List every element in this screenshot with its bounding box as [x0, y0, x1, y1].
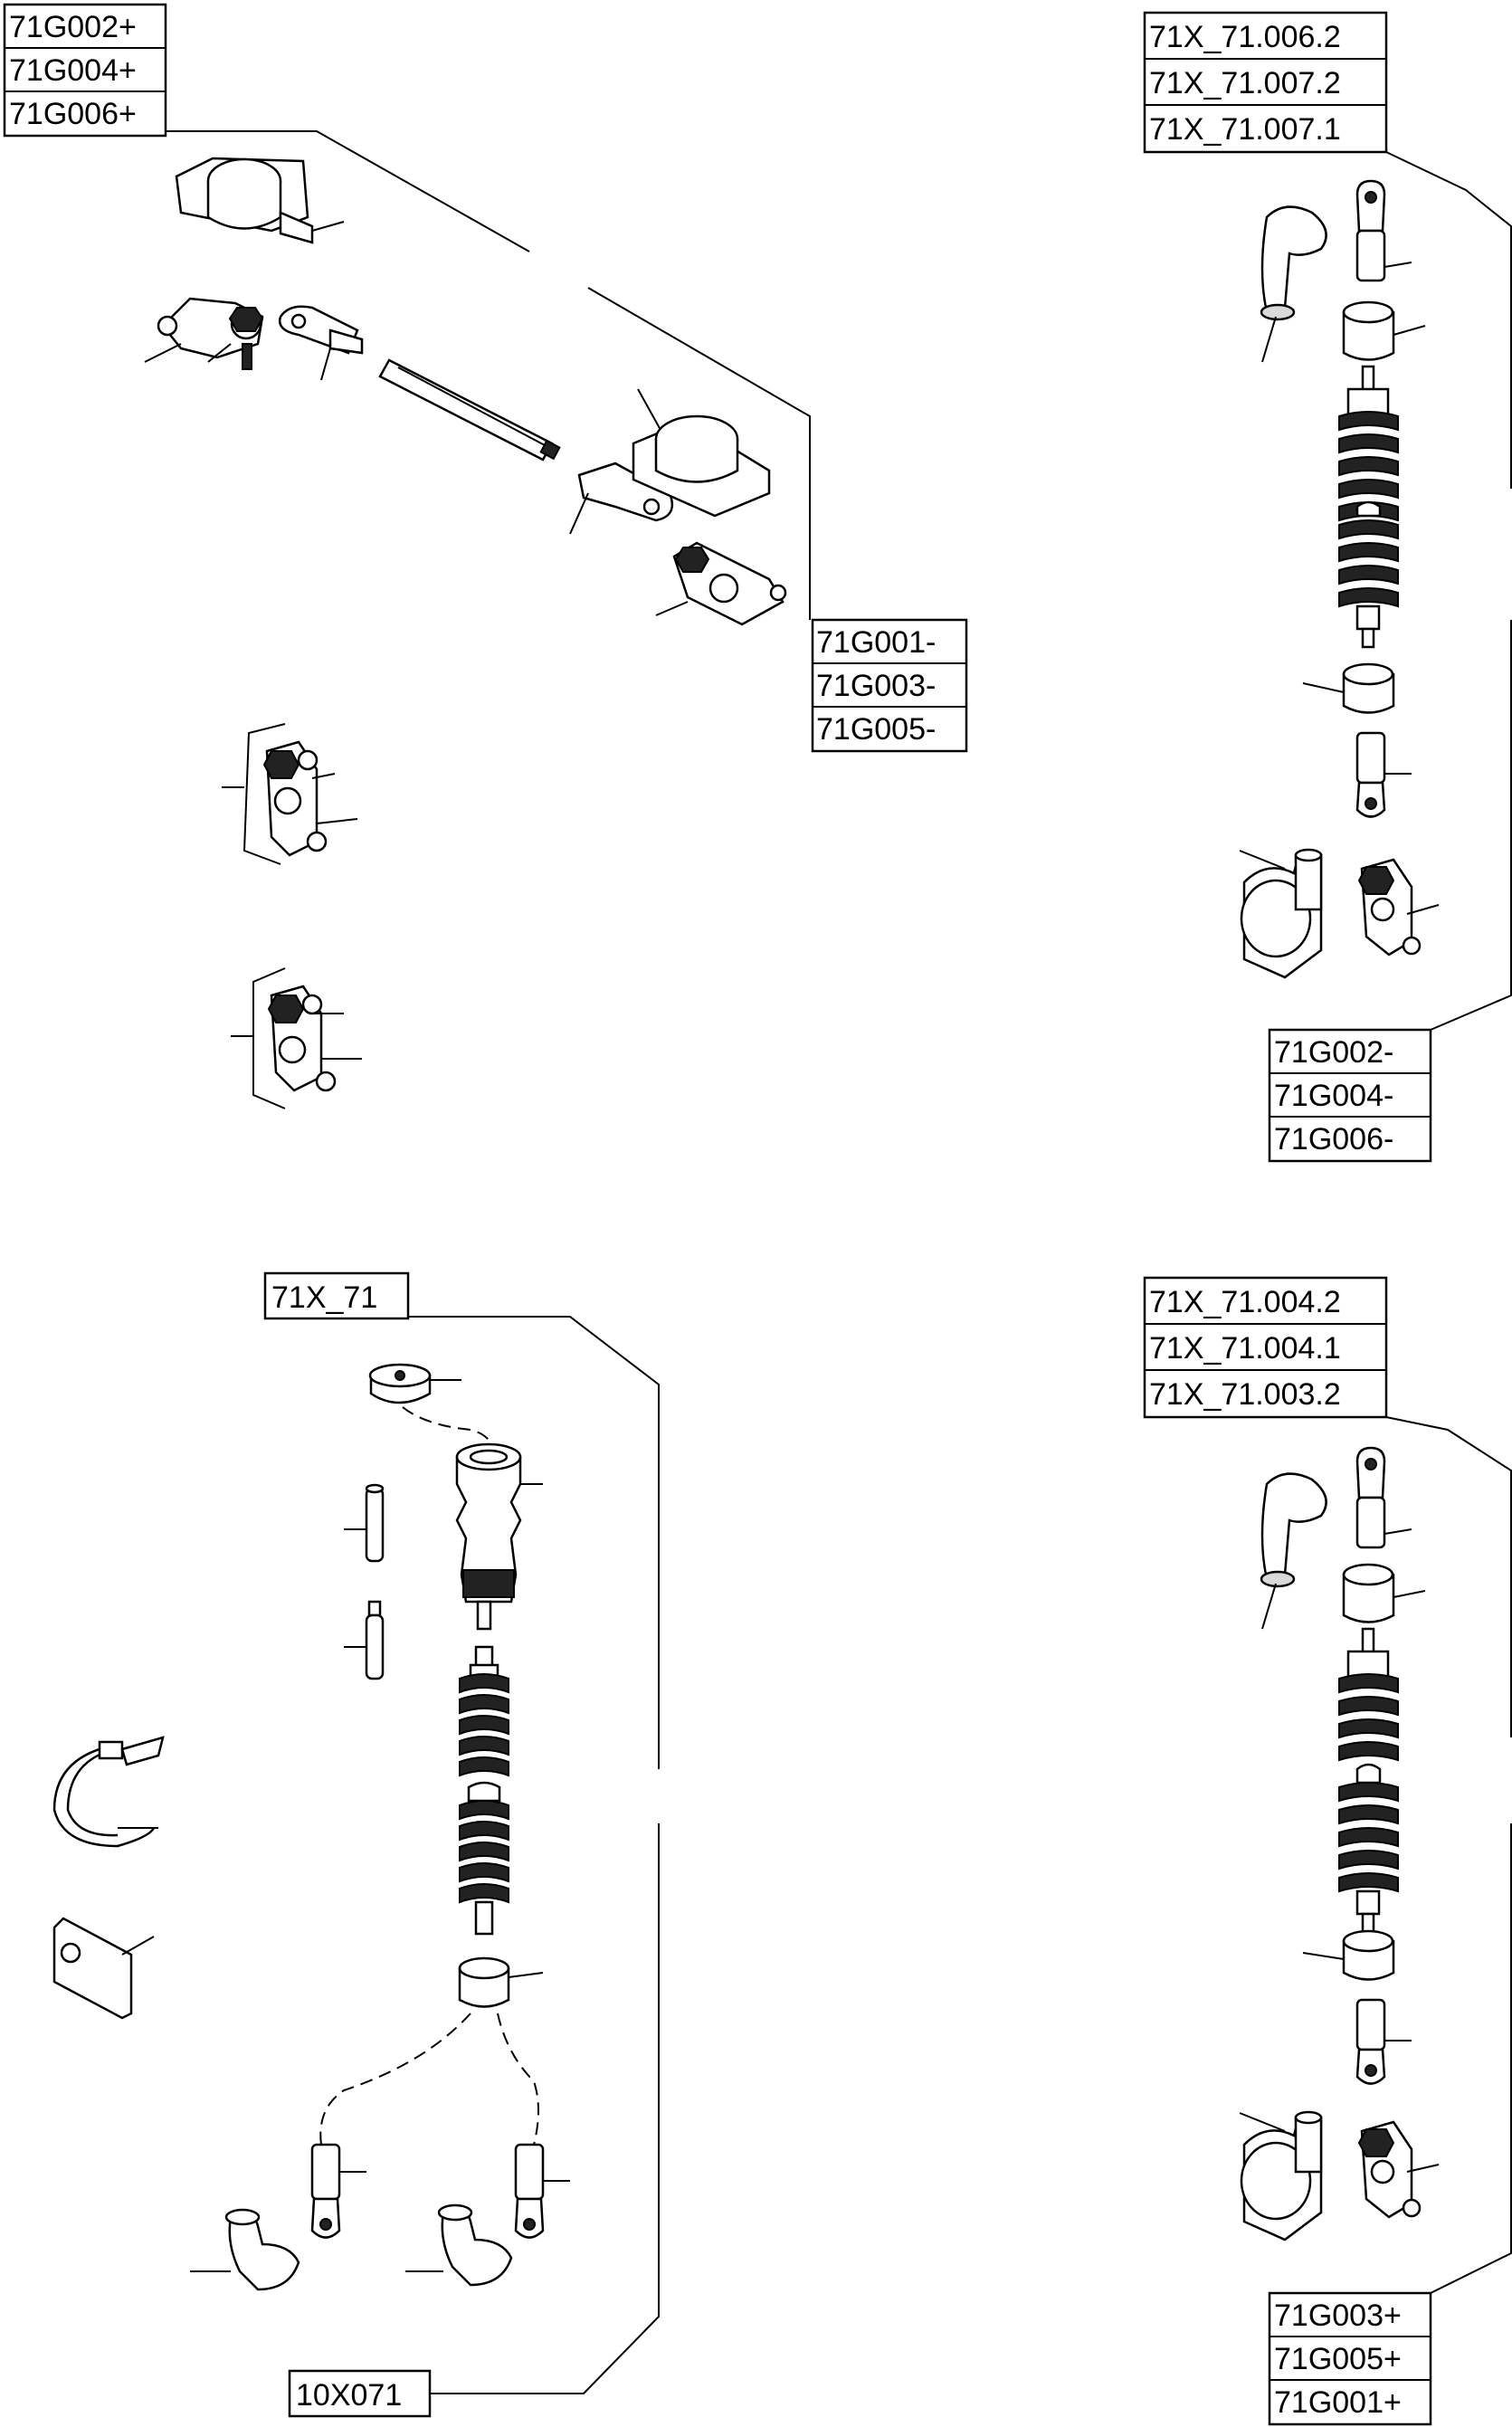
- label-group-bottom-left-header: 71X_71: [263, 1271, 410, 1320]
- label-71G005minus: 71G005-: [816, 712, 936, 747]
- label-71X-71-007-2: 71X_71.007.2: [1149, 66, 1341, 100]
- label-group-top-right-footer: 71G002- 71G004- 71G006-: [1268, 1028, 1432, 1163]
- label-71G001plus: 71G001+: [1274, 2385, 1402, 2420]
- battery-clamp-2-icon: [655, 541, 787, 626]
- label-71G001minus: 71G001-: [816, 625, 936, 660]
- bellows-3-icon: [459, 1663, 509, 1936]
- bellows-2-icon: [1338, 519, 1399, 649]
- label-71X-71-003-2: 71X_71.003.2: [1149, 1377, 1341, 1412]
- cable-lug-2-icon: [569, 462, 674, 535]
- label-10X071: 10X071: [296, 2378, 402, 2413]
- small-clamp-1: [222, 723, 358, 865]
- sleeve-icon: [458, 1956, 544, 2008]
- terminal-cover-2-icon: [632, 388, 771, 518]
- label-71G002minus: 71G002-: [1274, 1035, 1393, 1070]
- cable-gland-assembly-bottom-right: [1239, 1446, 1440, 2241]
- label-71G003plus: 71G003+: [1274, 2299, 1402, 2333]
- label-71X-71-004-2: 71X_71.004.2: [1149, 1285, 1341, 1319]
- label-group-bottom-right-footer: 71G003+ 71G005+ 71G001+: [1268, 2291, 1432, 2426]
- label-group-bottom-left-footer: 10X071: [288, 2369, 432, 2418]
- label-71X-71-007-1: 71X_71.007.1: [1149, 112, 1341, 147]
- lug-boot-right-icon: [405, 2143, 570, 2287]
- label-71G004minus: 71G004-: [1274, 1079, 1393, 1113]
- label-71G005plus: 71G005+: [1274, 2342, 1402, 2376]
- label-group-top-right-header: 71X_71.006.2 71X_71.007.2 71X_71.007.1: [1143, 11, 1388, 154]
- cable-gland-assembly-bottom-left: [52, 1363, 570, 2291]
- bellows-4-icon: [1338, 1650, 1399, 1934]
- bellows-icon: [1338, 387, 1399, 522]
- label-71X-71-006-2: 71X_71.006.2: [1149, 20, 1341, 54]
- cable-gland-assembly-top: [1239, 179, 1440, 979]
- label-group-top-middle: 71G001- 71G003- 71G005-: [811, 618, 968, 753]
- battery-clamp-icon: [144, 297, 264, 370]
- label-group-top-left: 71G002+ 71G004+ 71G006+: [3, 3, 167, 138]
- label-group-bottom-right-header: 71X_71.004.2 71X_71.004.1 71X_71.003.2: [1143, 1276, 1388, 1419]
- battery-cable-icon: [378, 358, 561, 462]
- cable-gland-icon: [455, 1442, 543, 1604]
- washer-icon: [368, 1363, 461, 1404]
- label-71G003minus: 71G003-: [816, 669, 936, 703]
- label-71G002plus: 71G002+: [9, 10, 137, 44]
- label-71G004plus: 71G004+: [9, 53, 137, 88]
- label-71G006plus: 71G006+: [9, 97, 137, 131]
- label-71X-71: 71X_71: [271, 1280, 377, 1315]
- terminal-cover-icon: [175, 157, 345, 244]
- label-71G006minus: 71G006-: [1274, 1122, 1393, 1156]
- contact-pin-icon: [344, 1600, 385, 1680]
- bracket-lines: [166, 130, 1512, 2394]
- cable-tie-icon: [52, 1736, 165, 1848]
- cable-lug-icon: [278, 305, 364, 381]
- label-71X-71-004-1: 71X_71.004.1: [1149, 1331, 1341, 1366]
- label-plate-icon: [52, 1917, 155, 2020]
- battery-cable-assembly: [144, 157, 787, 626]
- pin-icon: [344, 1483, 385, 1563]
- lug-boot-left-icon: [190, 2143, 366, 2291]
- small-clamp-2: [231, 967, 362, 1109]
